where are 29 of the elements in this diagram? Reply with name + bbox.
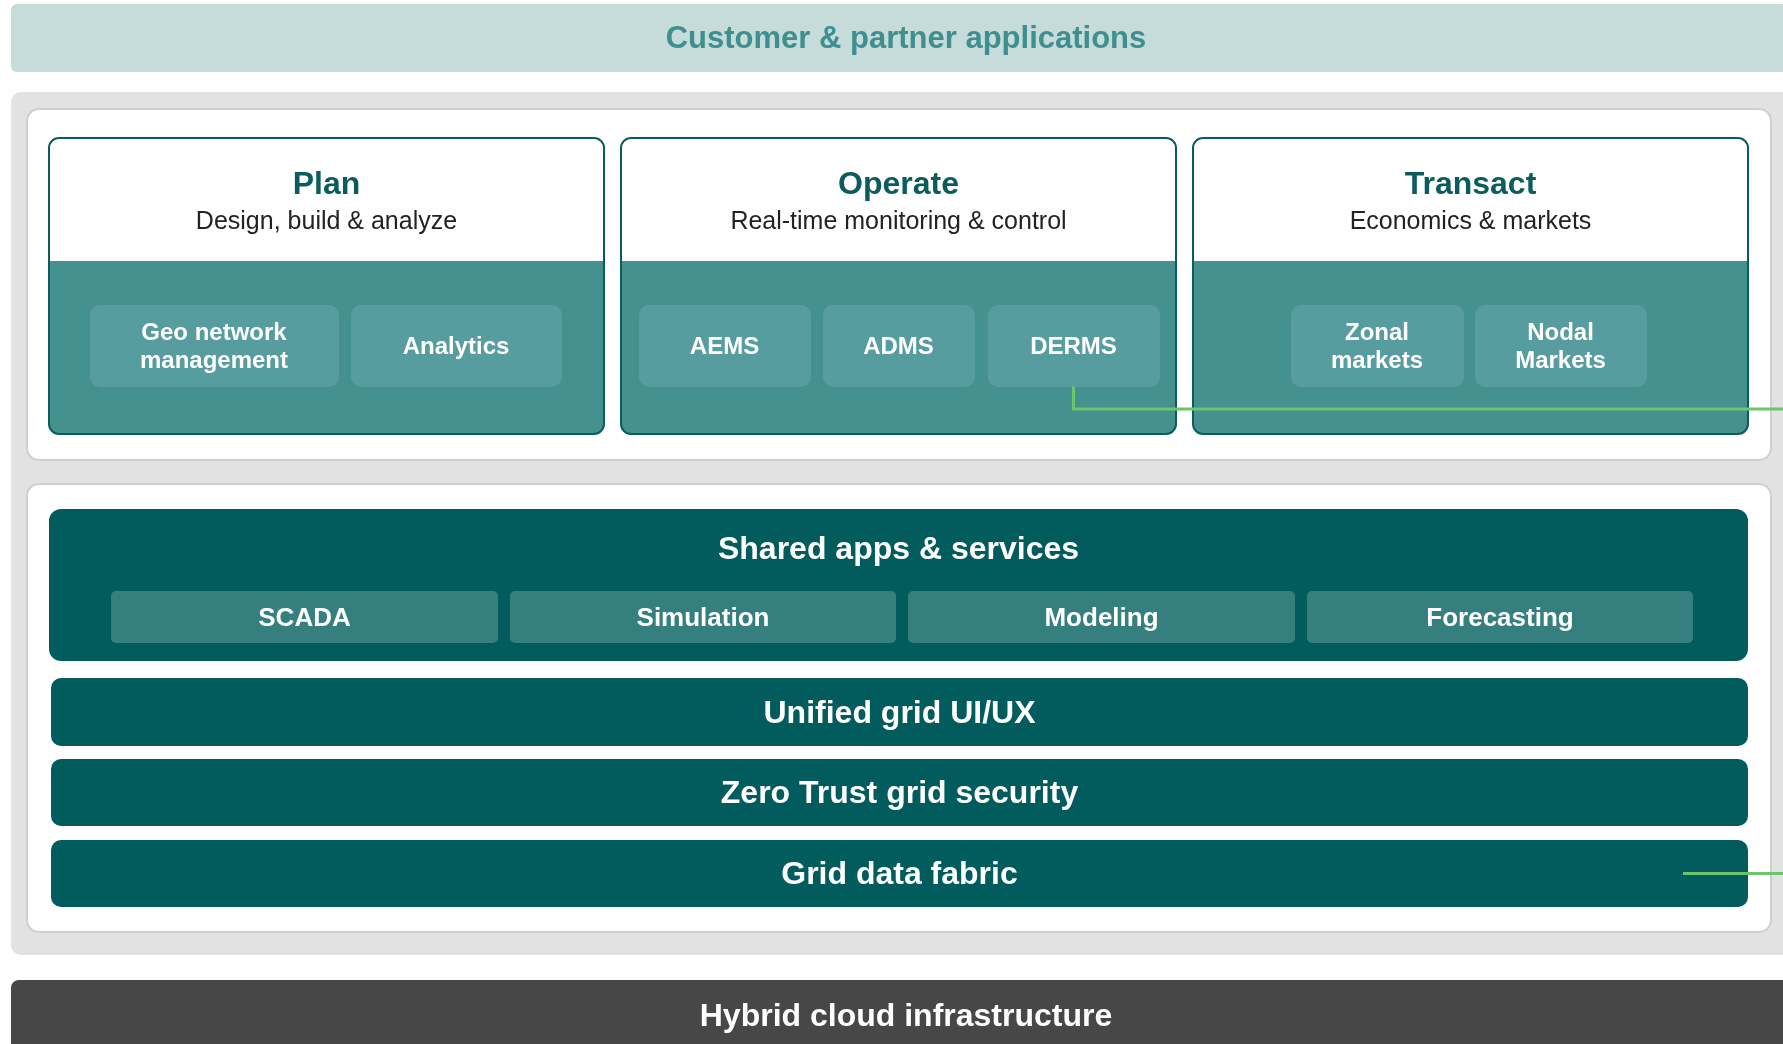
services-band (49, 509, 1748, 661)
layer-bar: Customer & partner applications (11, 4, 1783, 72)
module-tile: Zonal markets (1290, 304, 1464, 387)
layer-band: Unified grid UI/UX (51, 678, 1748, 746)
layer-band: Grid data fabric (51, 840, 1748, 907)
module-tile: ADMS (822, 304, 975, 387)
connector-line (1072, 386, 1783, 411)
module-tile: AEMS (638, 304, 811, 387)
module-tile: Nodal Markets (1474, 304, 1647, 387)
domain-card (620, 137, 1177, 435)
card-heading: Transact (1403, 165, 1538, 202)
card-heading: Plan (291, 165, 362, 202)
card-subtitle: Real-time monitoring & control (729, 206, 1068, 235)
domain-card (1192, 137, 1749, 435)
service-tile: Forecasting (1307, 591, 1693, 643)
layer-bar: Hybrid cloud infrastructure (11, 980, 1783, 1044)
layer-band: Zero Trust grid security (51, 759, 1748, 826)
card-heading: Operate (837, 165, 960, 202)
connector-line (1683, 872, 1783, 875)
card-subtitle: Economics & markets (1348, 206, 1593, 235)
card-subtitle: Design, build & analyze (194, 206, 459, 235)
service-tile: SCADA (111, 591, 498, 643)
band-heading: Shared apps & services (716, 530, 1081, 567)
module-tile: Analytics (350, 304, 562, 387)
domain-card (48, 137, 605, 435)
service-tile: Simulation (510, 591, 896, 643)
module-tile: Geo network management (89, 304, 339, 387)
service-tile: Modeling (908, 591, 1295, 643)
module-tile: DERMS (987, 304, 1160, 387)
